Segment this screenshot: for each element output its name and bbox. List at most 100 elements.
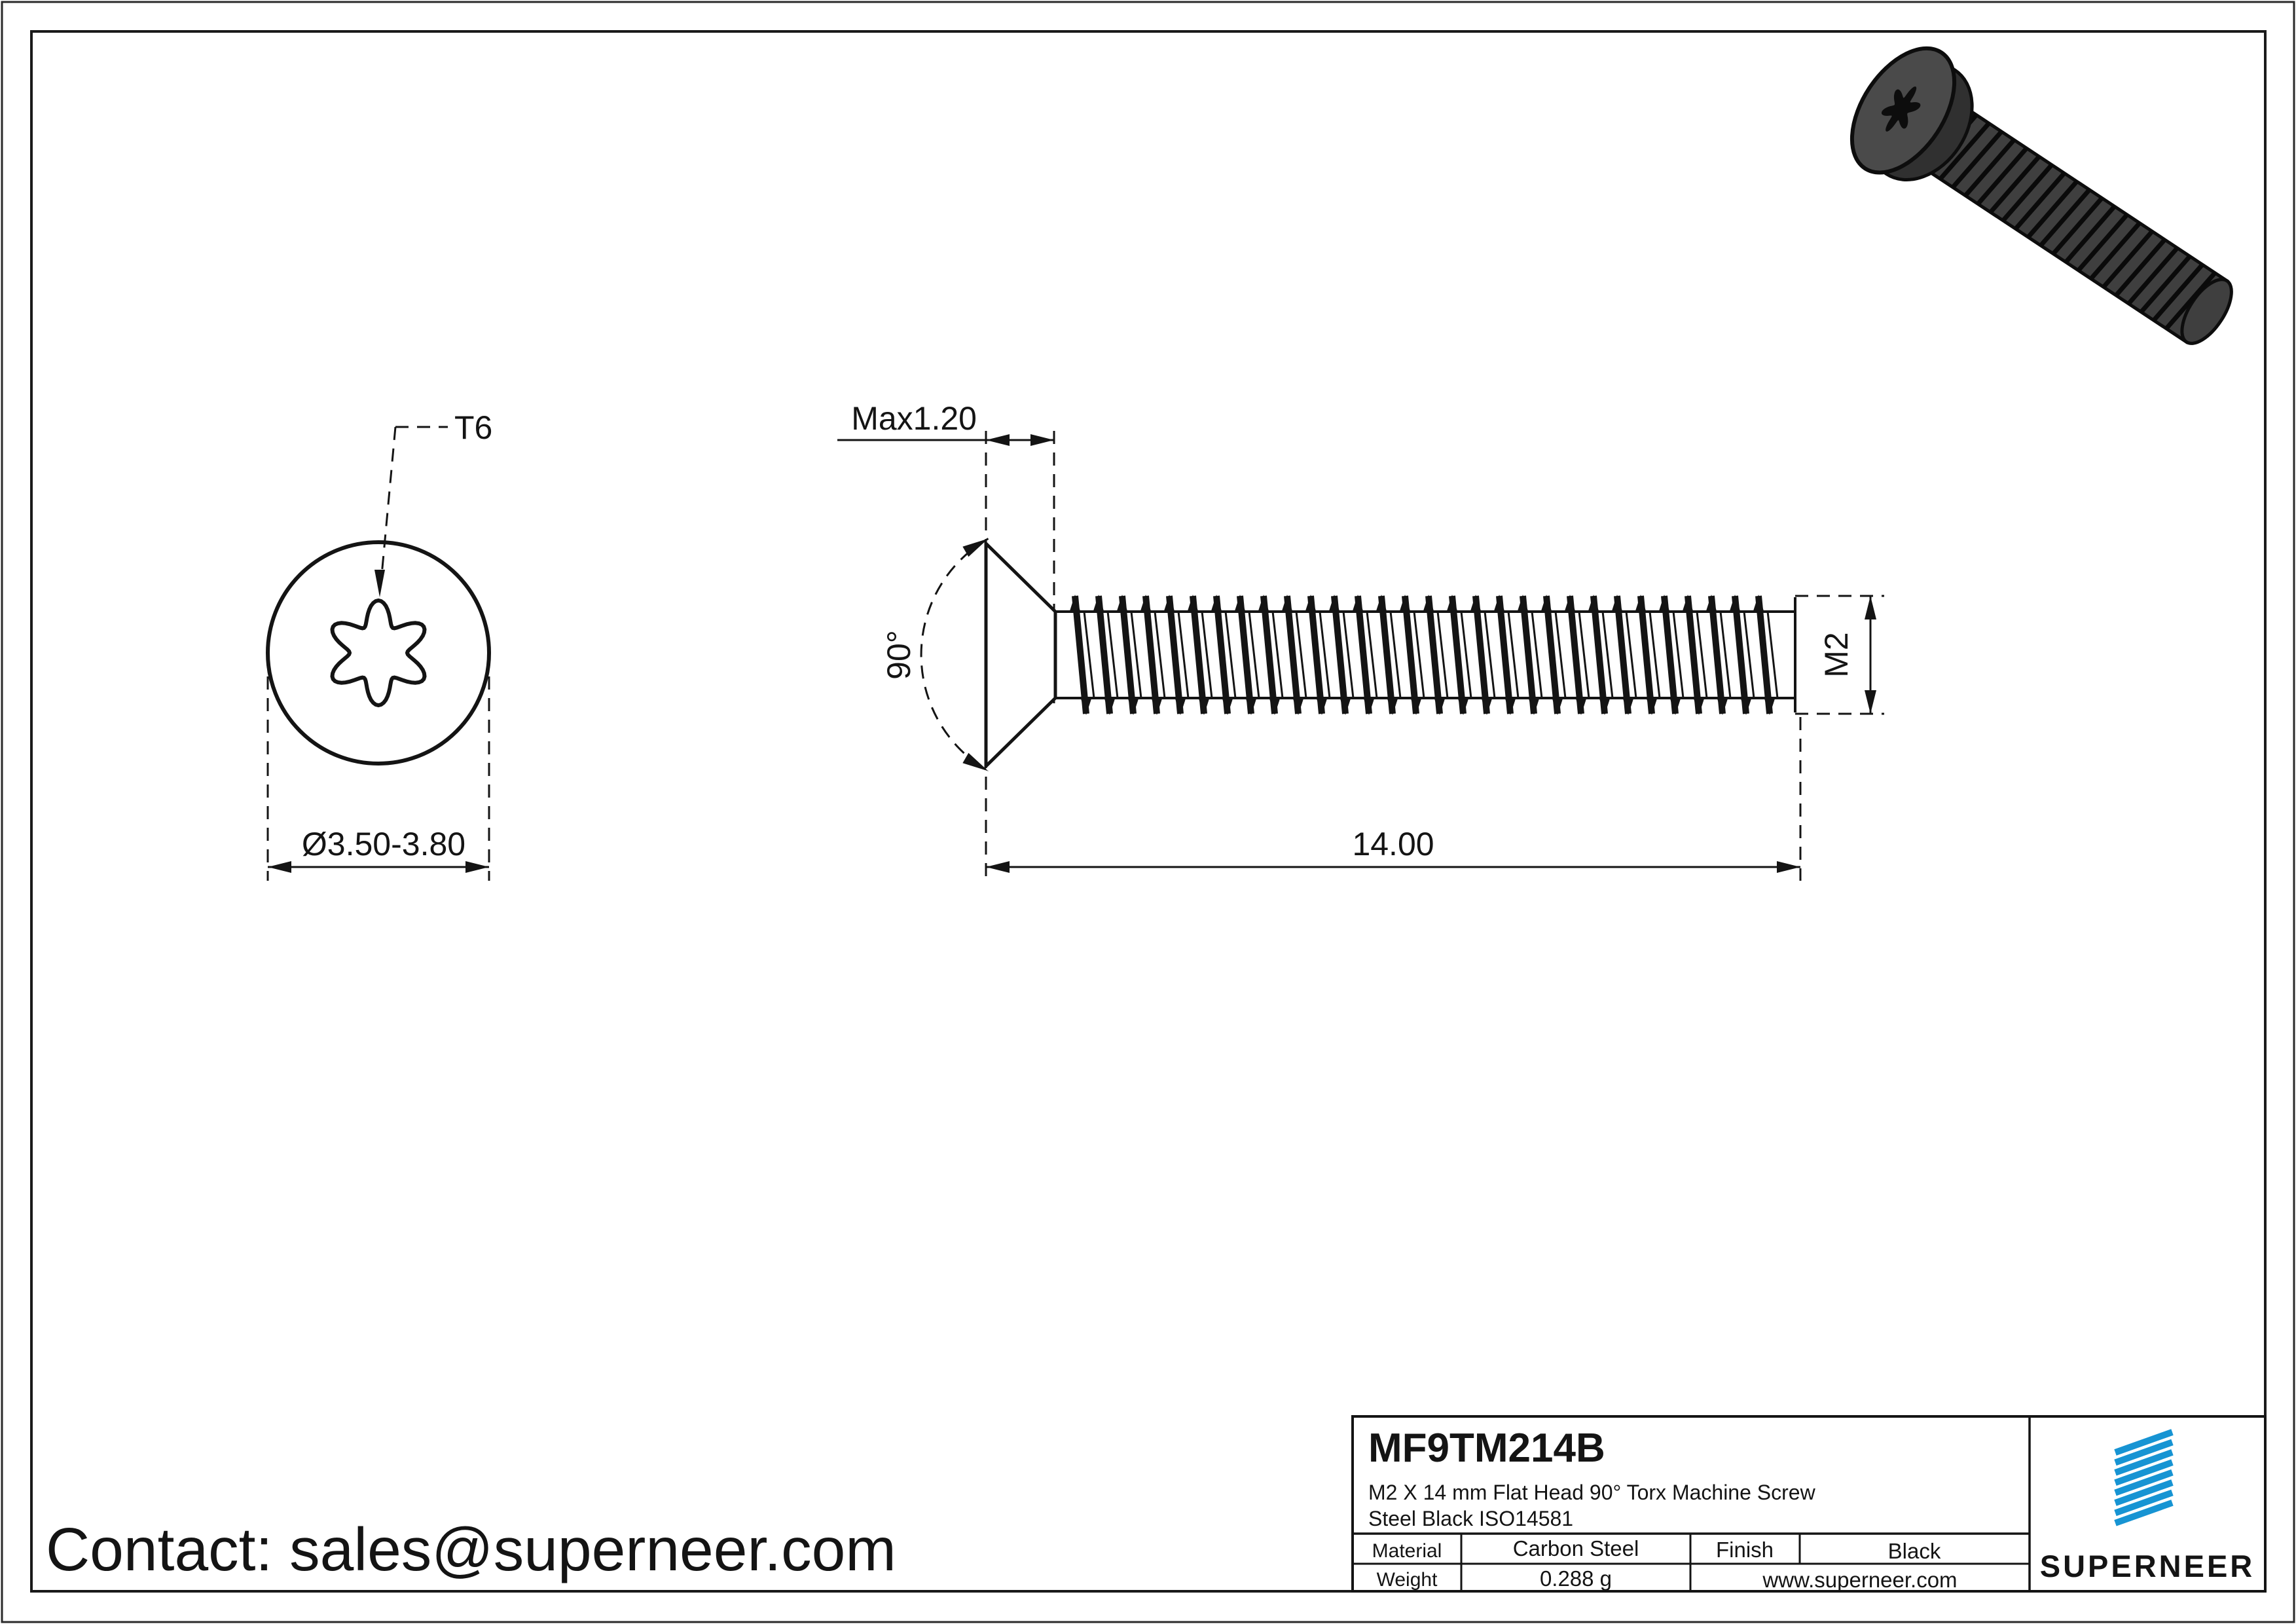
logo-stripe xyxy=(2114,1500,2174,1526)
thread-peak xyxy=(1729,595,1741,613)
thread-peak xyxy=(1399,595,1411,613)
thread-crest-line xyxy=(1402,595,1419,714)
thread-peak xyxy=(1528,697,1540,715)
thread-ring xyxy=(2039,188,2092,248)
logo-stripe xyxy=(2114,1439,2174,1466)
thread-helix-line xyxy=(1554,611,1567,699)
thread-crest-line xyxy=(1119,595,1137,714)
thread-peak xyxy=(1646,697,1658,715)
leader-line xyxy=(380,426,397,576)
thread-peak xyxy=(1187,595,1199,613)
thread-helix-line xyxy=(1295,611,1307,699)
thread-crest-line xyxy=(1685,595,1702,714)
length-label: 14.00 xyxy=(1352,826,1434,862)
thread-peak xyxy=(1104,697,1116,715)
thread-helix-line xyxy=(1578,611,1590,699)
thread-helix-line xyxy=(1460,611,1472,699)
thread-ring xyxy=(2152,263,2204,322)
thread-crest-line xyxy=(1331,595,1349,714)
thread-peak xyxy=(1363,697,1375,715)
thread-ring xyxy=(2051,196,2104,255)
thread-peak xyxy=(1753,595,1764,613)
thread-helix-line xyxy=(1484,611,1496,699)
thread-helix-line xyxy=(1319,611,1331,699)
thread-helix-line xyxy=(1625,611,1637,699)
thread-peak xyxy=(1504,697,1516,715)
thread-peak xyxy=(1481,697,1493,715)
screw-3d-render xyxy=(1850,46,2233,345)
thread-ring xyxy=(2164,271,2217,331)
thread-peak xyxy=(1292,697,1304,715)
thread-helix-line xyxy=(1672,611,1685,699)
thread-helix-line xyxy=(1507,611,1520,699)
thread-peak xyxy=(1234,595,1246,613)
website-link[interactable]: www.superneer.com xyxy=(1762,1568,1957,1592)
thread-peak xyxy=(1717,697,1728,715)
dimension-arrowhead xyxy=(986,861,1010,873)
thread-helix-line xyxy=(1531,611,1543,699)
thread-helix-line xyxy=(1201,611,1213,699)
thread-ring xyxy=(2076,213,2129,272)
thread-peak xyxy=(1564,595,1576,613)
thread-peak xyxy=(1080,697,1092,715)
logo-stripe xyxy=(2114,1469,2174,1496)
thread-peak xyxy=(1669,697,1681,715)
thread-ring xyxy=(2089,221,2141,280)
thread-crest-line xyxy=(1378,595,1396,714)
thread-peak xyxy=(1163,595,1175,613)
thread-peak xyxy=(1552,697,1563,715)
thread-peak xyxy=(1281,595,1293,613)
thread-crest-line xyxy=(1284,595,1302,714)
thread-crest-line xyxy=(1661,595,1679,714)
thread-ring xyxy=(2064,204,2117,264)
thread-peak xyxy=(1493,595,1505,613)
drive-size-label: T6 xyxy=(454,409,492,446)
thread-helix-line xyxy=(1719,611,1732,699)
finish-value: Black xyxy=(1888,1539,1941,1563)
title-block: MF9TM214B M2 X 14 mm Flat Head 90° Torx … xyxy=(1351,1415,2267,1593)
thread-peak xyxy=(1198,697,1210,715)
logo-stripe xyxy=(2114,1479,2174,1506)
head-diameter-label: Ø3.50-3.80 xyxy=(302,826,465,862)
thread-peak xyxy=(1457,697,1469,715)
thread-helix-line xyxy=(1224,611,1237,699)
thread-peak xyxy=(1093,595,1104,613)
side-view: Max1.20 90° 14.00 M2 xyxy=(837,400,1884,881)
thread-peak xyxy=(1127,697,1139,715)
thread-helix-line xyxy=(1649,611,1661,699)
angle-arrowhead xyxy=(962,752,989,771)
thread-peak xyxy=(1434,697,1446,715)
thread-crest-line xyxy=(1520,595,1537,714)
logo-stripe xyxy=(2114,1459,2174,1486)
thread-peak xyxy=(1352,595,1364,613)
logo-stripe xyxy=(2114,1429,2174,1456)
thread-size-label: M2 xyxy=(1818,632,1855,677)
thread-ring xyxy=(1988,155,2041,214)
thread-ring xyxy=(2001,163,2054,223)
part-number: MF9TM214B xyxy=(1368,1426,1605,1471)
thread-crest-line xyxy=(1637,595,1655,714)
thread-peak xyxy=(1339,697,1351,715)
thread-helix-line xyxy=(1106,611,1119,699)
thread-crest-line xyxy=(1590,595,1608,714)
thread-peak xyxy=(1740,697,1752,715)
dimension-arrowhead xyxy=(268,861,291,873)
dimension-arrowhead xyxy=(465,861,489,873)
thread-crest-line xyxy=(1166,595,1184,714)
thread-peak xyxy=(1635,595,1647,613)
thread-peak xyxy=(1175,697,1186,715)
thread-peak xyxy=(1269,697,1281,715)
thread-peak xyxy=(1410,697,1422,715)
logo-stripe xyxy=(2114,1489,2174,1517)
thread-helix-line xyxy=(1389,611,1402,699)
screw-3d-torx-socket xyxy=(1881,86,1921,132)
thread-peak xyxy=(1470,595,1482,613)
thread-crest-line xyxy=(1732,595,1749,714)
head-outline-circle xyxy=(266,540,491,766)
thread-peak xyxy=(1140,595,1152,613)
thread-helix-line xyxy=(1154,611,1166,699)
thread-crest-line xyxy=(1142,595,1160,714)
thread-peak xyxy=(1151,697,1163,715)
